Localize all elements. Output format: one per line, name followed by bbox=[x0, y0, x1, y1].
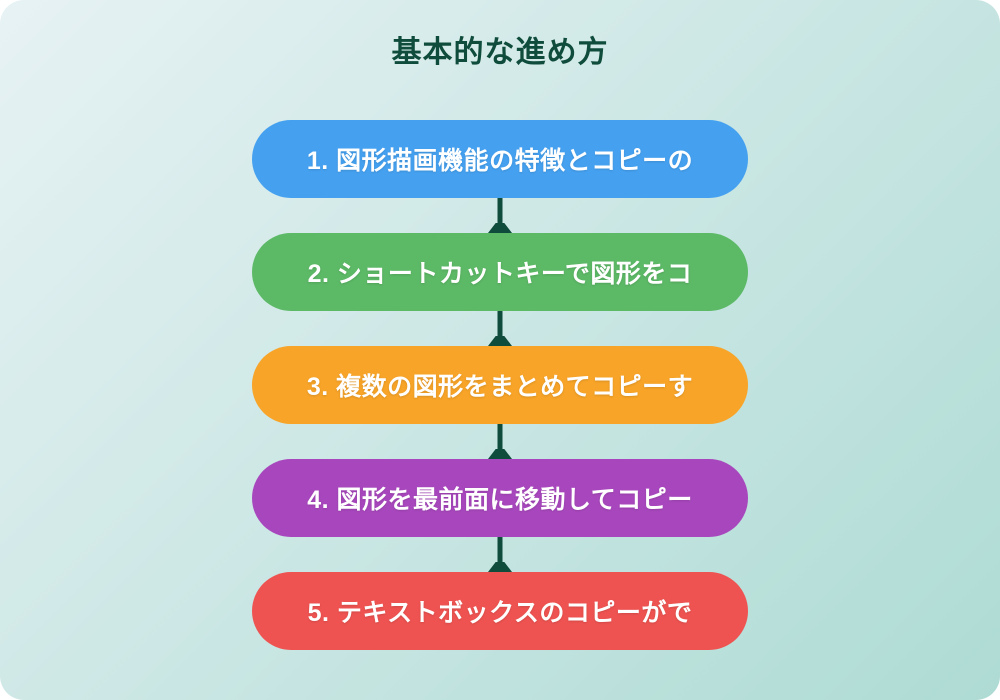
arrow-stem bbox=[497, 198, 503, 225]
flow-arrow-1 bbox=[488, 198, 512, 233]
flow-step-4-label: 4. 図形を最前面に移動してコピー bbox=[307, 486, 693, 514]
flow-arrow-3 bbox=[488, 424, 512, 459]
flow-step-2: 2. ショートカットキーで図形をコ bbox=[252, 233, 748, 311]
arrow-stem bbox=[497, 424, 503, 451]
arrow-down-icon bbox=[488, 223, 512, 233]
arrow-down-icon bbox=[488, 336, 512, 346]
arrow-down-icon bbox=[488, 562, 512, 572]
arrow-stem bbox=[497, 311, 503, 338]
flow-step-3: 3. 複数の図形をまとめてコピーす bbox=[252, 346, 748, 424]
arrow-down-icon bbox=[488, 449, 512, 459]
flow-column: 1. 図形描画機能の特徴とコピーの 2. ショートカットキーで図形をコ 3. 複… bbox=[252, 120, 748, 650]
arrow-stem bbox=[497, 537, 503, 564]
flow-step-1: 1. 図形描画機能の特徴とコピーの bbox=[252, 120, 748, 198]
flow-step-5-label: 5. テキストボックスのコピーがで bbox=[307, 599, 693, 627]
flow-step-3-label: 3. 複数の図形をまとめてコピーす bbox=[306, 373, 694, 401]
flow-step-1-label: 1. 図形描画機能の特徴とコピーの bbox=[306, 147, 694, 175]
flow-arrow-2 bbox=[488, 311, 512, 346]
flow-step-2-label: 2. ショートカットキーで図形をコ bbox=[307, 260, 693, 288]
flow-arrow-4 bbox=[488, 537, 512, 572]
flow-step-5: 5. テキストボックスのコピーがで bbox=[252, 572, 748, 650]
flow-step-4: 4. 図形を最前面に移動してコピー bbox=[252, 459, 748, 537]
diagram-title: 基本的な進め方 bbox=[391, 36, 609, 69]
